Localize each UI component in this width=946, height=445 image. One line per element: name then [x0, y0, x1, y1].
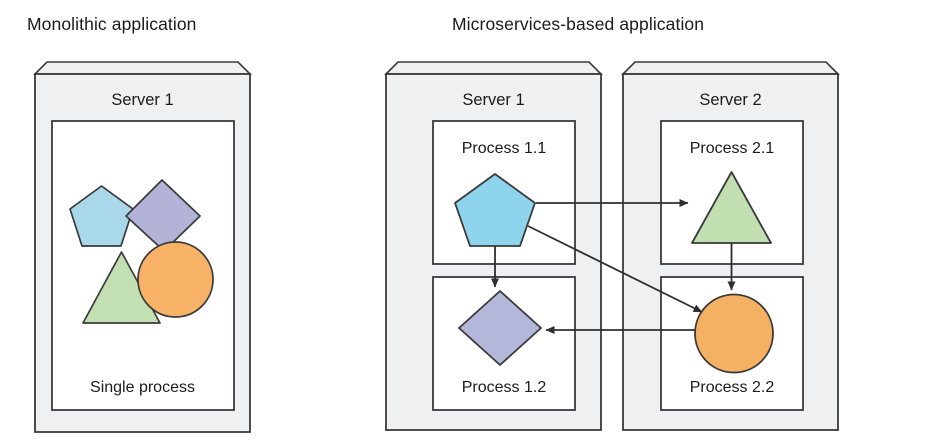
process-1-2-label: Process 1.2: [462, 379, 547, 396]
circle-shape: [694, 293, 774, 374]
process-1-1-label: Process 1.1: [462, 140, 547, 157]
pentagon-shape: [69, 185, 134, 247]
circle-shape: [137, 241, 214, 318]
mono-server-1-label: Server 1: [111, 91, 173, 109]
mono-process-single-box[interactable]: Single process: [51, 120, 235, 411]
process-2-1-label: Process 2.1: [690, 140, 775, 157]
monolithic-panel-title: Monolithic application: [27, 14, 197, 34]
monolithic-server-1[interactable]: Server 1 Single process: [33, 61, 252, 433]
connection-arrows: [491, 199, 736, 334]
micro-server-2-label: Server 2: [699, 91, 761, 109]
process-2-1-box[interactable]: Process 2.1: [660, 120, 804, 265]
process-1-1-box[interactable]: Process 1.1: [432, 120, 576, 265]
micro-server-1-label: Server 1: [462, 91, 524, 109]
server-box-top-bevel: [621, 61, 840, 75]
micro-server-1[interactable]: Server 1 Process 1.1 Process 1.2: [384, 61, 603, 431]
diamond-shape: [458, 290, 542, 366]
micro-server-2[interactable]: Server 2 Process 2.1 Process 2.2: [621, 61, 840, 431]
process-2-2-box[interactable]: Process 2.2: [660, 276, 804, 411]
arrow-process-1-1-to-2-2: [527, 225, 703, 313]
process-2-2-label: Process 2.2: [690, 379, 775, 396]
microservices-panel-title: Microservices-based application: [452, 14, 705, 34]
mono-process-single-label: Single process: [90, 379, 195, 396]
server-box-top-bevel: [384, 61, 603, 75]
process-1-2-box[interactable]: Process 1.2: [432, 276, 576, 411]
server-box-top-bevel: [33, 61, 252, 75]
